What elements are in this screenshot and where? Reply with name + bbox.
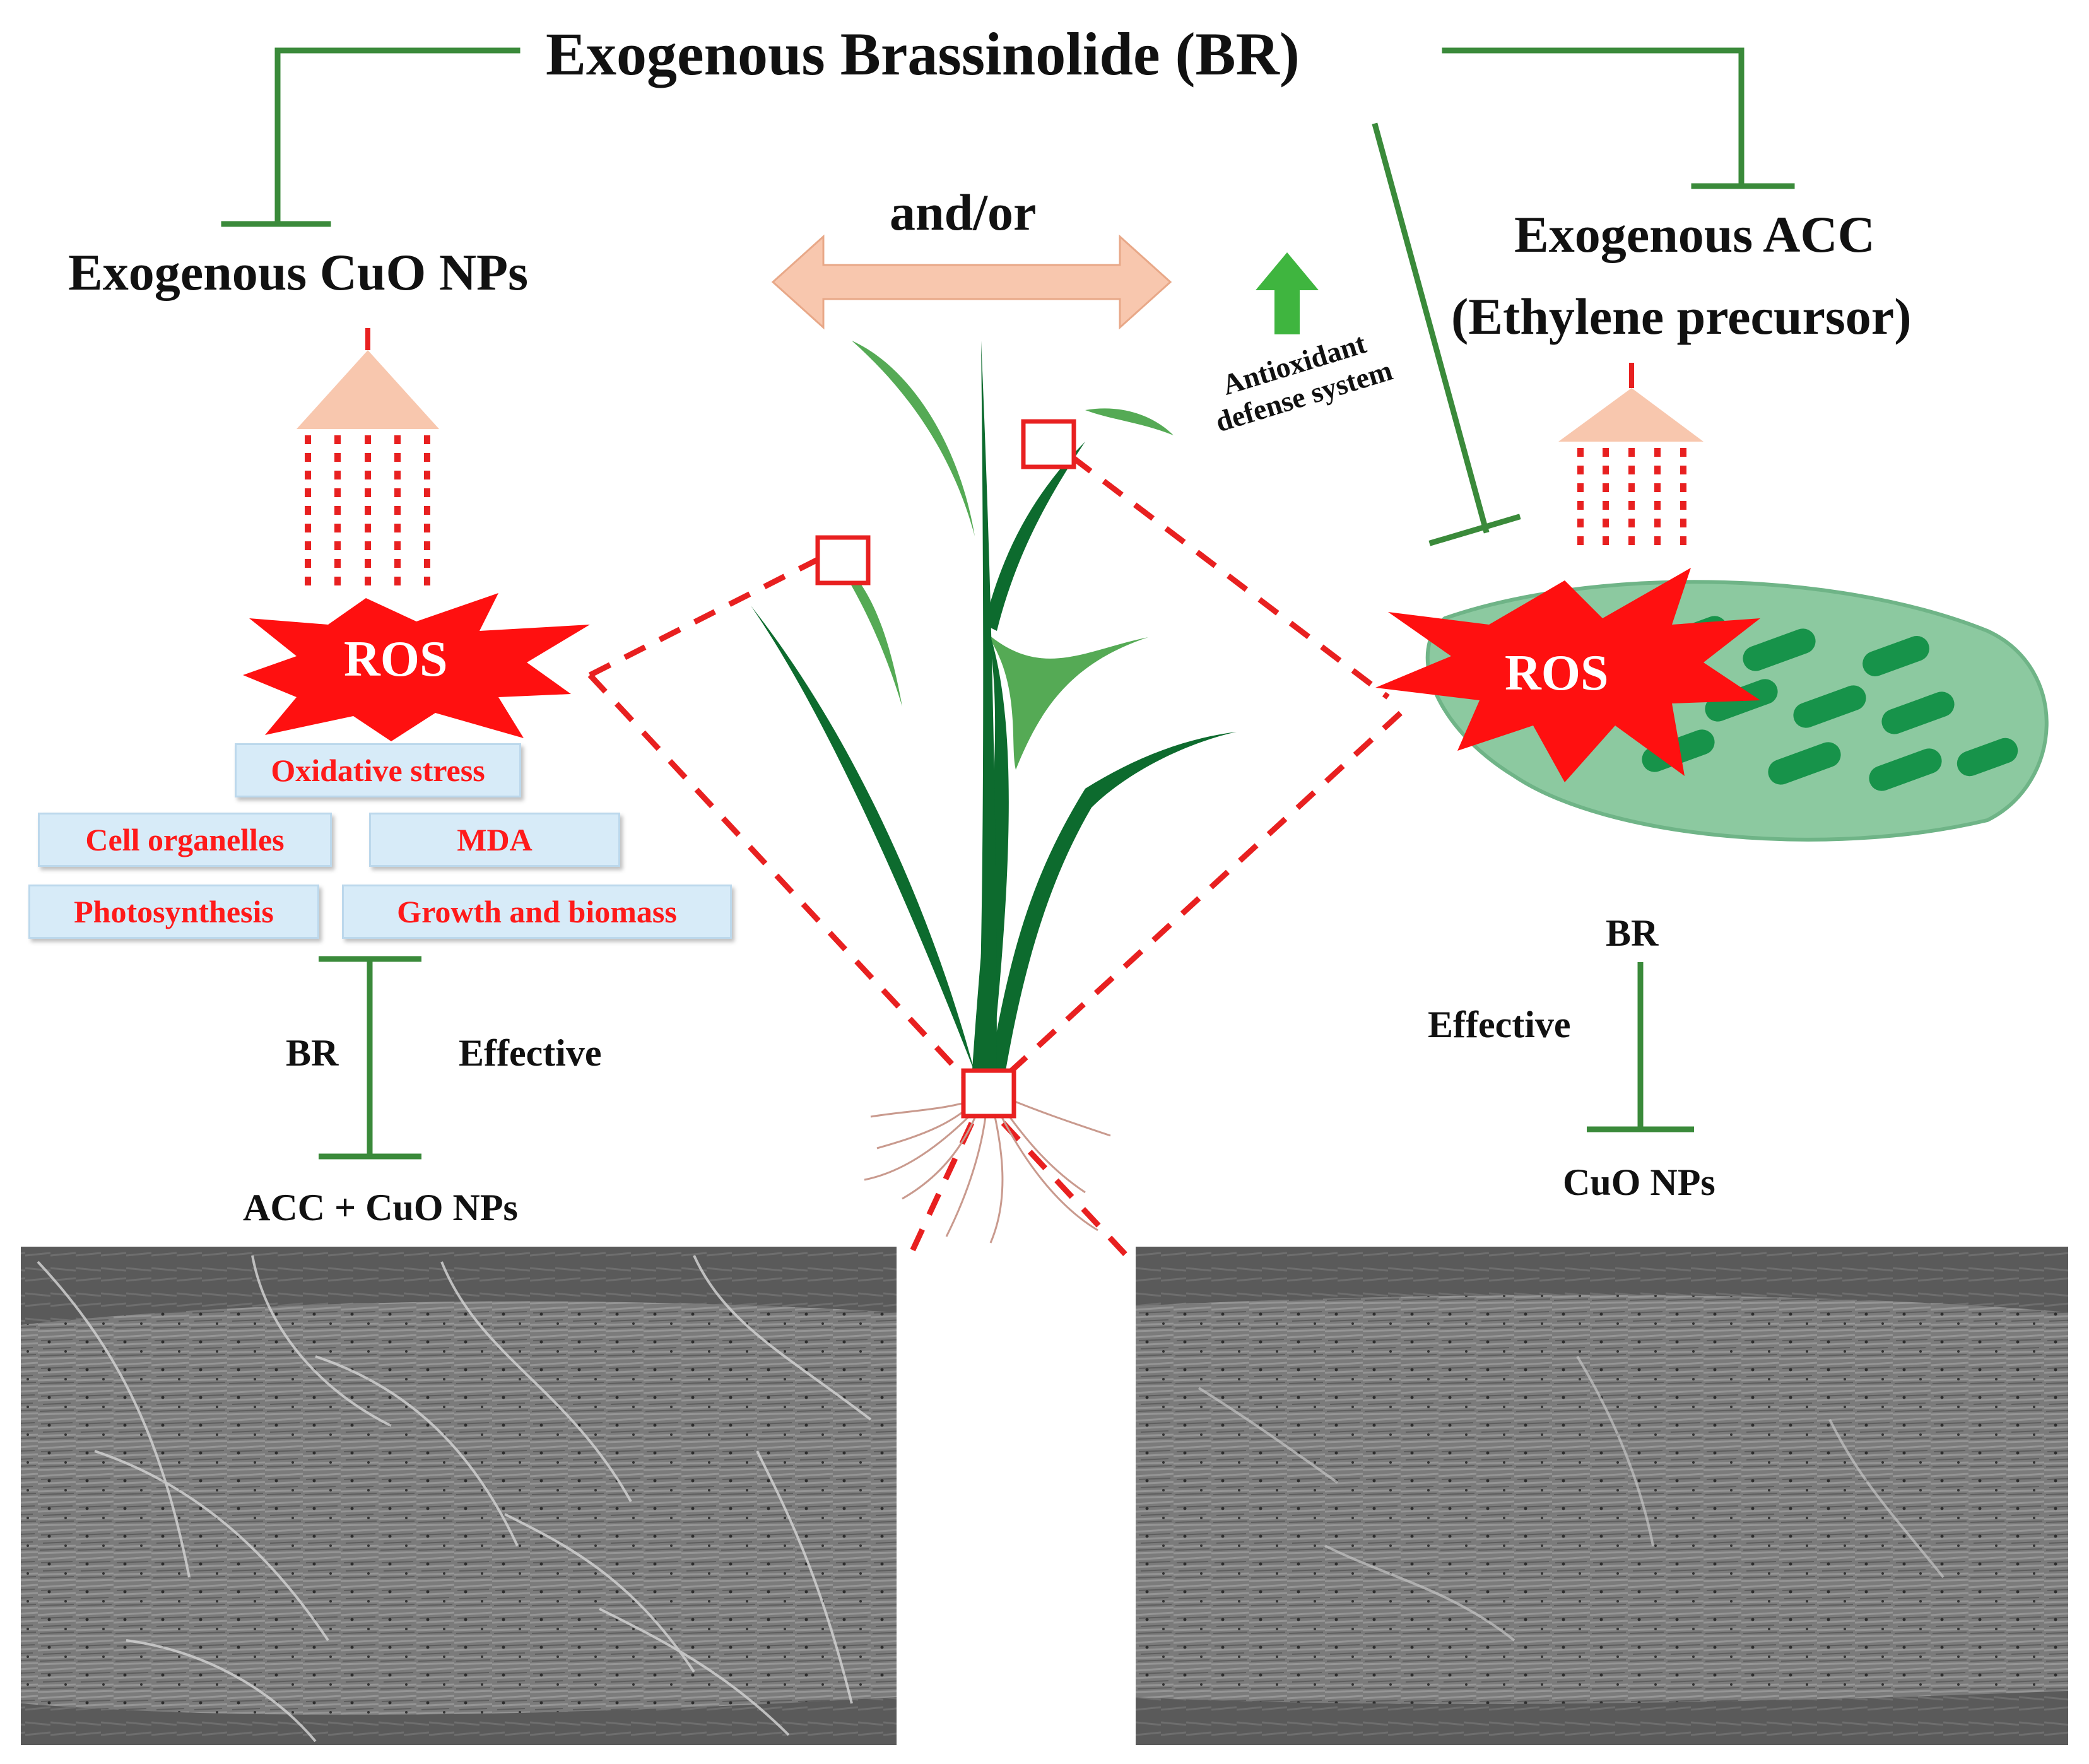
- effect-growth-biomass: Growth and biomass: [342, 885, 732, 939]
- br-inhibition-lines: [221, 47, 1795, 546]
- magnifier-boxes: [815, 419, 1076, 1119]
- and-or-label: and/or: [890, 184, 1037, 241]
- ros-inhibition-bar: [1428, 514, 1521, 546]
- right-target-label: CuO NPs: [1563, 1161, 1715, 1203]
- and-or-double-arrow: [771, 234, 1172, 330]
- left-br-label: BR: [286, 1032, 339, 1074]
- sem-micrograph-right: [1136, 1247, 2068, 1745]
- right-br-label: BR: [1606, 912, 1659, 954]
- right-ros-burst: [1375, 568, 1760, 782]
- left-ros-burst: [243, 593, 590, 741]
- left-emitter-icon: [297, 328, 439, 587]
- root-magnifier: [961, 1068, 1016, 1119]
- effect-cell-organelles: Cell organelles: [38, 813, 332, 867]
- leaf-magnifier-left: [815, 535, 871, 585]
- effect-photosynthesis: Photosynthesis: [28, 885, 319, 939]
- left-ros-label: ROS: [344, 632, 448, 687]
- left-br-effective-inhibition: [319, 956, 421, 1160]
- leaf-magnifier-top: [1021, 419, 1076, 469]
- right-effective-label: Effective: [1428, 1004, 1571, 1045]
- left-effective-label: Effective: [459, 1032, 602, 1074]
- br-to-ros-inhibition: [1372, 122, 1490, 534]
- effect-oxidative-stress: Oxidative stress: [235, 743, 521, 797]
- br-to-acc-inhibition: [1442, 47, 1745, 189]
- br-to-cuo-inhibition: [274, 47, 521, 227]
- right-ros-label: ROS: [1505, 645, 1609, 701]
- right-br-effective-inhibition: [1587, 962, 1694, 1132]
- sem-micrograph-left: [21, 1247, 897, 1745]
- diagram-title: Exogenous Brassinolide (BR): [546, 20, 1300, 88]
- plant-icon: [751, 341, 1237, 1244]
- magnification-dashes: [587, 455, 1403, 1261]
- left-heading: Exogenous CuO NPs: [68, 244, 529, 301]
- right-heading-line1: Exogenous ACC: [1514, 206, 1875, 263]
- effect-mda: MDA: [369, 813, 620, 867]
- left-target-label: ACC + CuO NPs: [243, 1187, 518, 1228]
- antioxidant-up-arrow-icon: [1256, 252, 1319, 334]
- right-emitter-icon: [1558, 363, 1704, 549]
- right-heading-line2: (Ethylene precursor): [1451, 288, 1912, 345]
